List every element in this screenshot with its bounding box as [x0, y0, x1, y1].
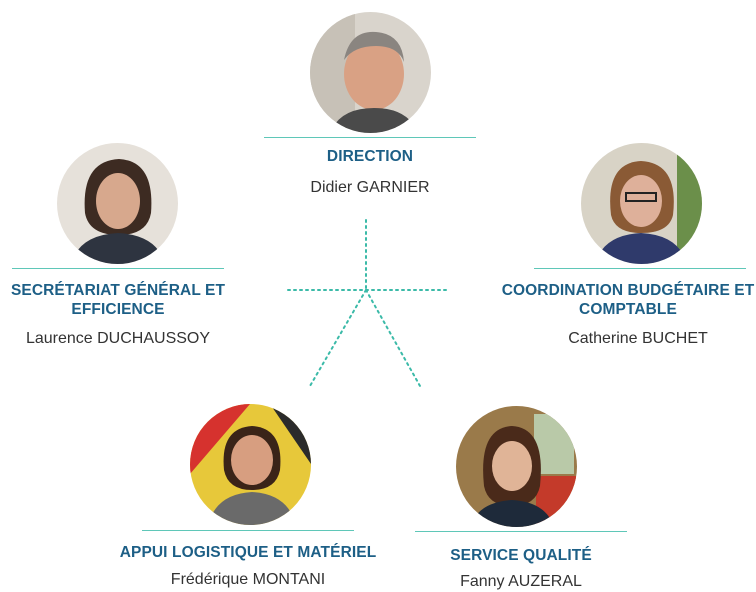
title-appui: APPUI LOGISTIQUE ET MATÉRIEL — [119, 544, 377, 561]
title-coordination-line2: COMPTABLE — [579, 301, 677, 318]
title-secretariat-line2: EFFICIENCE — [71, 301, 165, 318]
photo-avatar-fanny-auzeral — [456, 406, 577, 527]
rule-appui — [142, 530, 354, 531]
title-coordination: COORDINATION BUDGÉTAIRE ET COMPTABLE — [500, 281, 756, 319]
title-secretariat-line1: SECRÉTARIAT GÉNÉRAL ET — [10, 282, 226, 299]
photo-avatar-didier-garnier — [310, 12, 431, 133]
photo-avatar-frederique-montani — [190, 404, 311, 525]
rule-coordination — [534, 268, 746, 269]
rule-secretariat — [12, 268, 224, 269]
title-secretariat: SECRÉTARIAT GÉNÉRAL ET EFFICIENCE — [0, 281, 236, 319]
name-coordination: Catherine BUCHET — [568, 330, 708, 347]
photo-avatar-catherine-buchet — [581, 143, 702, 264]
photo-avatar-laurence-duchaussoy — [57, 143, 178, 264]
rule-qualite — [415, 531, 627, 532]
name-qualite: Fanny AUZERAL — [460, 573, 582, 590]
title-direction: DIRECTION — [326, 148, 414, 165]
name-appui: Frédérique MONTANI — [170, 571, 326, 588]
connector-qualite — [365, 289, 421, 387]
title-coordination-line1: COORDINATION BUDGÉTAIRE ET — [501, 282, 755, 299]
title-qualite: SERVICE QUALITÉ — [450, 547, 592, 564]
rule-direction — [264, 137, 476, 138]
connector-appui — [309, 289, 367, 387]
name-direction: Didier GARNIER — [310, 179, 430, 196]
name-secretariat: Laurence DUCHAUSSOY — [25, 330, 211, 347]
